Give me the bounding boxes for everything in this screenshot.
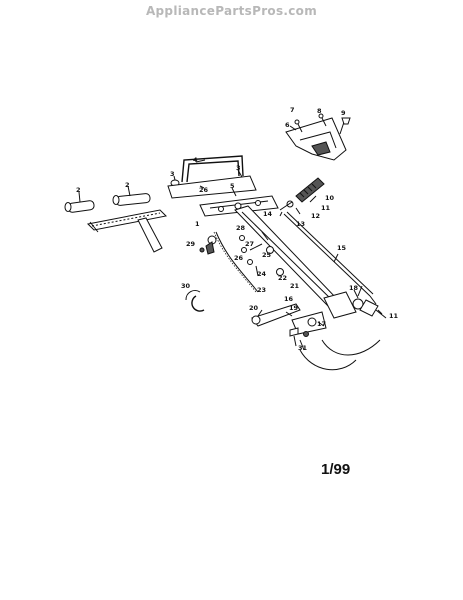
grip-part-2-right xyxy=(112,193,151,206)
part-label: 9 xyxy=(341,109,346,117)
lower-lever-arm xyxy=(251,303,301,327)
part-label: 28 xyxy=(236,224,246,232)
part-labels: 1 2 2 3 3 4 5 6 7 8 9 10 11 11 12 13 14 … xyxy=(76,106,399,352)
part-label: 31 xyxy=(298,344,308,352)
lower-handle-assembly xyxy=(86,209,168,253)
bolt-31 xyxy=(289,327,299,347)
leader-lines xyxy=(78,125,383,327)
part-label: 3 xyxy=(236,164,241,172)
part-label: 6 xyxy=(285,121,290,129)
upper-handle-loop xyxy=(167,155,257,199)
part-label: 26 xyxy=(199,186,209,194)
part-label: 30 xyxy=(181,282,191,290)
part-label: 19 xyxy=(289,304,299,312)
part-label: 23 xyxy=(257,286,266,294)
part-label: 17 xyxy=(317,320,326,328)
part-label: 18 xyxy=(349,284,359,292)
part-label: 13 xyxy=(296,220,305,228)
site-watermark: AppliancePartsPros.com xyxy=(145,4,318,18)
part-label: 1 xyxy=(195,220,200,228)
part-label: 5 xyxy=(230,182,235,190)
part-label: 11 xyxy=(389,312,399,320)
part-label: 2 xyxy=(125,181,130,189)
part-label: 26 xyxy=(234,254,244,262)
part-label: 24 xyxy=(257,270,267,278)
part-label: 16 xyxy=(284,295,294,303)
bracket-plate xyxy=(285,113,351,161)
clip-ring xyxy=(185,289,205,312)
part-label: 14 xyxy=(263,210,273,218)
part-label: 27 xyxy=(245,240,254,248)
grip-part-2-left xyxy=(64,200,95,213)
main-handle-bar xyxy=(234,205,357,319)
part-label: 25 xyxy=(262,251,272,259)
part-label: 15 xyxy=(337,244,347,252)
part-label: 7 xyxy=(290,106,295,114)
lower-right-assembly xyxy=(291,285,387,371)
control-rod xyxy=(283,211,377,305)
spring-grip xyxy=(279,177,325,211)
footer-date: 1/99 xyxy=(321,461,351,478)
part-label: 8 xyxy=(317,107,322,115)
cable xyxy=(213,231,259,293)
hardware-small-parts xyxy=(199,231,284,277)
part-label: 22 xyxy=(278,274,287,282)
part-label: 10 xyxy=(325,194,335,202)
part-label: 21 xyxy=(290,282,300,290)
part-label: 12 xyxy=(311,212,320,220)
part-label: 2 xyxy=(76,186,81,194)
part-label: 4 xyxy=(193,156,198,164)
part-label: 11 xyxy=(321,204,331,212)
part-label: 3 xyxy=(170,170,175,178)
part-label: 29 xyxy=(186,240,196,248)
part-label: 20 xyxy=(249,304,259,312)
